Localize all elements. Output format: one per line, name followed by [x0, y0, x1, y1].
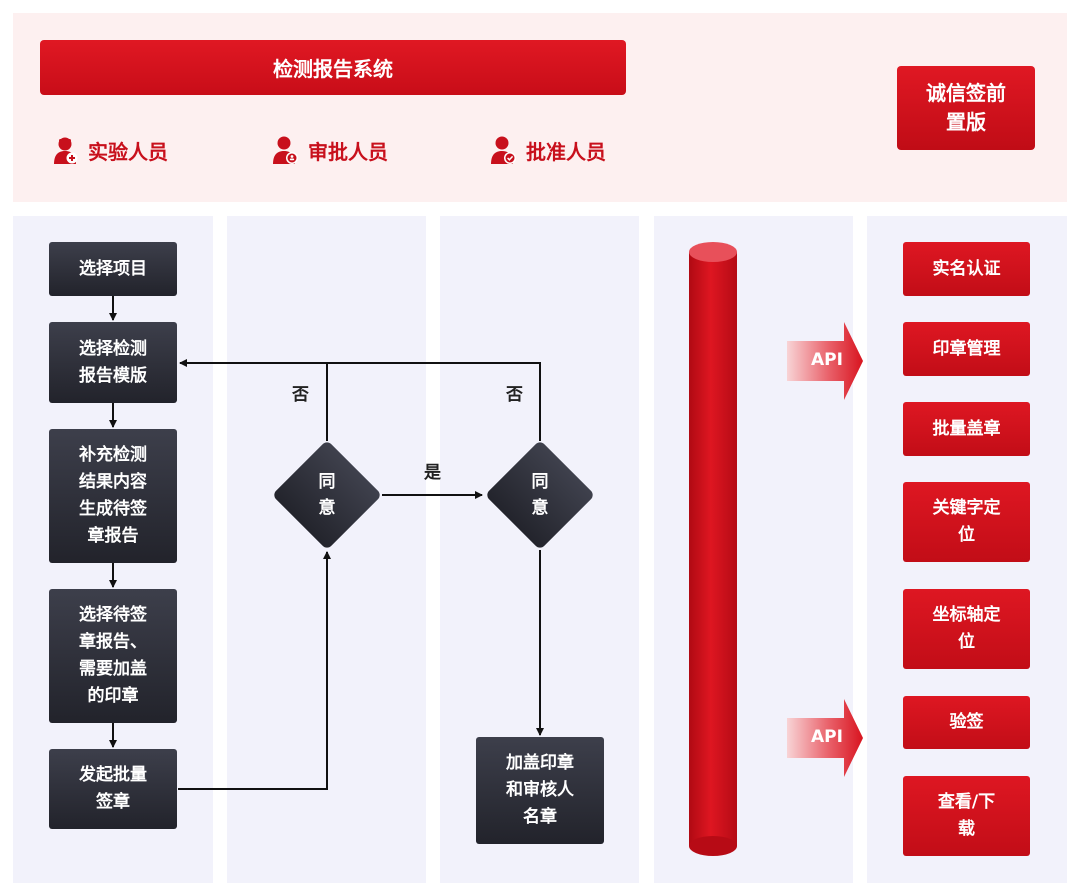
step-select-reports-seals: 选择待签章报告、需要加盖的印章 — [49, 589, 177, 723]
step-text: 生成待签 — [79, 499, 147, 519]
step-text: 选择项目 — [79, 258, 147, 279]
decision1-diamond — [274, 442, 380, 548]
api-label-2: API — [811, 727, 843, 747]
decision2-label: 同意 — [531, 472, 549, 518]
arrow-decision2-no — [327, 362, 541, 441]
api-arrow-1 — [787, 322, 863, 400]
service-text: 载 — [958, 819, 975, 839]
service-text: 坐标轴定 — [932, 605, 1001, 625]
role-label: 审批人员 — [308, 139, 388, 164]
platform-cylinder-body — [689, 252, 737, 846]
step-fill-results: 补充检测结果内容生成待签章报告 — [49, 429, 177, 563]
credit-box-line2: 置版 — [946, 110, 986, 134]
platform-cylinder-bottom — [689, 836, 737, 856]
service-text: 印章管理 — [932, 338, 1001, 359]
step-text: 和审核人 — [506, 780, 574, 800]
service-text: 实名认证 — [932, 258, 1001, 279]
service-seal-management: 印章管理 — [903, 322, 1030, 376]
arrow-submit-to-decision1 — [178, 551, 331, 790]
api-label-1: API — [811, 350, 843, 370]
step-text: 发起批量 — [79, 765, 147, 785]
role-approver: 审批人员 — [272, 132, 388, 168]
step-text: 报告模版 — [79, 365, 147, 386]
label-no-1: 否 — [292, 385, 309, 405]
step-text: 补充检测 — [79, 445, 147, 465]
service-text: 关键字定 — [932, 498, 1001, 518]
label-yes: 是 — [424, 463, 441, 483]
service-text: 验签 — [949, 712, 984, 732]
service-verify-signature: 验签 — [903, 696, 1030, 749]
platform-cylinder-top — [689, 242, 737, 262]
api-arrow-2 — [787, 699, 863, 777]
step-select-project: 选择项目 — [49, 242, 177, 296]
service-batch-stamp: 批量盖章 — [903, 402, 1030, 456]
step-select-template: 选择检测报告模版 — [49, 322, 177, 403]
service-text: 位 — [958, 632, 975, 652]
service-real-name-auth: 实名认证 — [903, 242, 1030, 296]
credit-box-line1: 诚信签前 — [926, 81, 1006, 105]
lane-platform — [654, 216, 853, 883]
authorizer-icon — [491, 136, 516, 164]
step-text: 加盖印章 — [506, 753, 574, 773]
system-title: 检测报告系统 — [40, 40, 626, 95]
step-text: 名章 — [523, 807, 557, 827]
role-authorizer: 批准人员 — [490, 132, 606, 168]
lab-staff-icon — [54, 137, 78, 164]
role-label: 批准人员 — [526, 139, 606, 164]
step-text: 章报告 — [87, 526, 139, 546]
service-text: 批量盖章 — [932, 418, 1001, 439]
step-text: 章报告、 — [79, 632, 147, 652]
service-text: 位 — [958, 525, 975, 545]
step-apply-seal: 加盖印章和审核人名章 — [476, 737, 604, 844]
step-text: 结果内容 — [79, 472, 147, 492]
role-lab-staff: 实验人员 — [52, 132, 168, 168]
credit-presign-box: 诚信签前 置版 — [897, 66, 1035, 150]
decision2-diamond — [487, 442, 593, 548]
service-view-download: 查看/下载 — [903, 776, 1030, 856]
step-batch-sign: 发起批量签章 — [49, 749, 177, 829]
service-text: 查看/下 — [937, 792, 996, 812]
step-text: 的印章 — [87, 686, 139, 706]
step-text: 需要加盖 — [79, 659, 147, 679]
decision1-label: 同意 — [318, 472, 336, 518]
approver-icon — [273, 136, 298, 164]
step-text: 选择待签 — [79, 605, 147, 625]
label-no-2: 否 — [506, 385, 523, 405]
step-text: 签章 — [96, 792, 130, 812]
service-coordinate-positioning: 坐标轴定位 — [903, 589, 1030, 669]
role-label: 实验人员 — [88, 139, 168, 164]
service-keyword-positioning: 关键字定位 — [903, 482, 1030, 562]
step-text: 选择检测 — [79, 338, 147, 359]
